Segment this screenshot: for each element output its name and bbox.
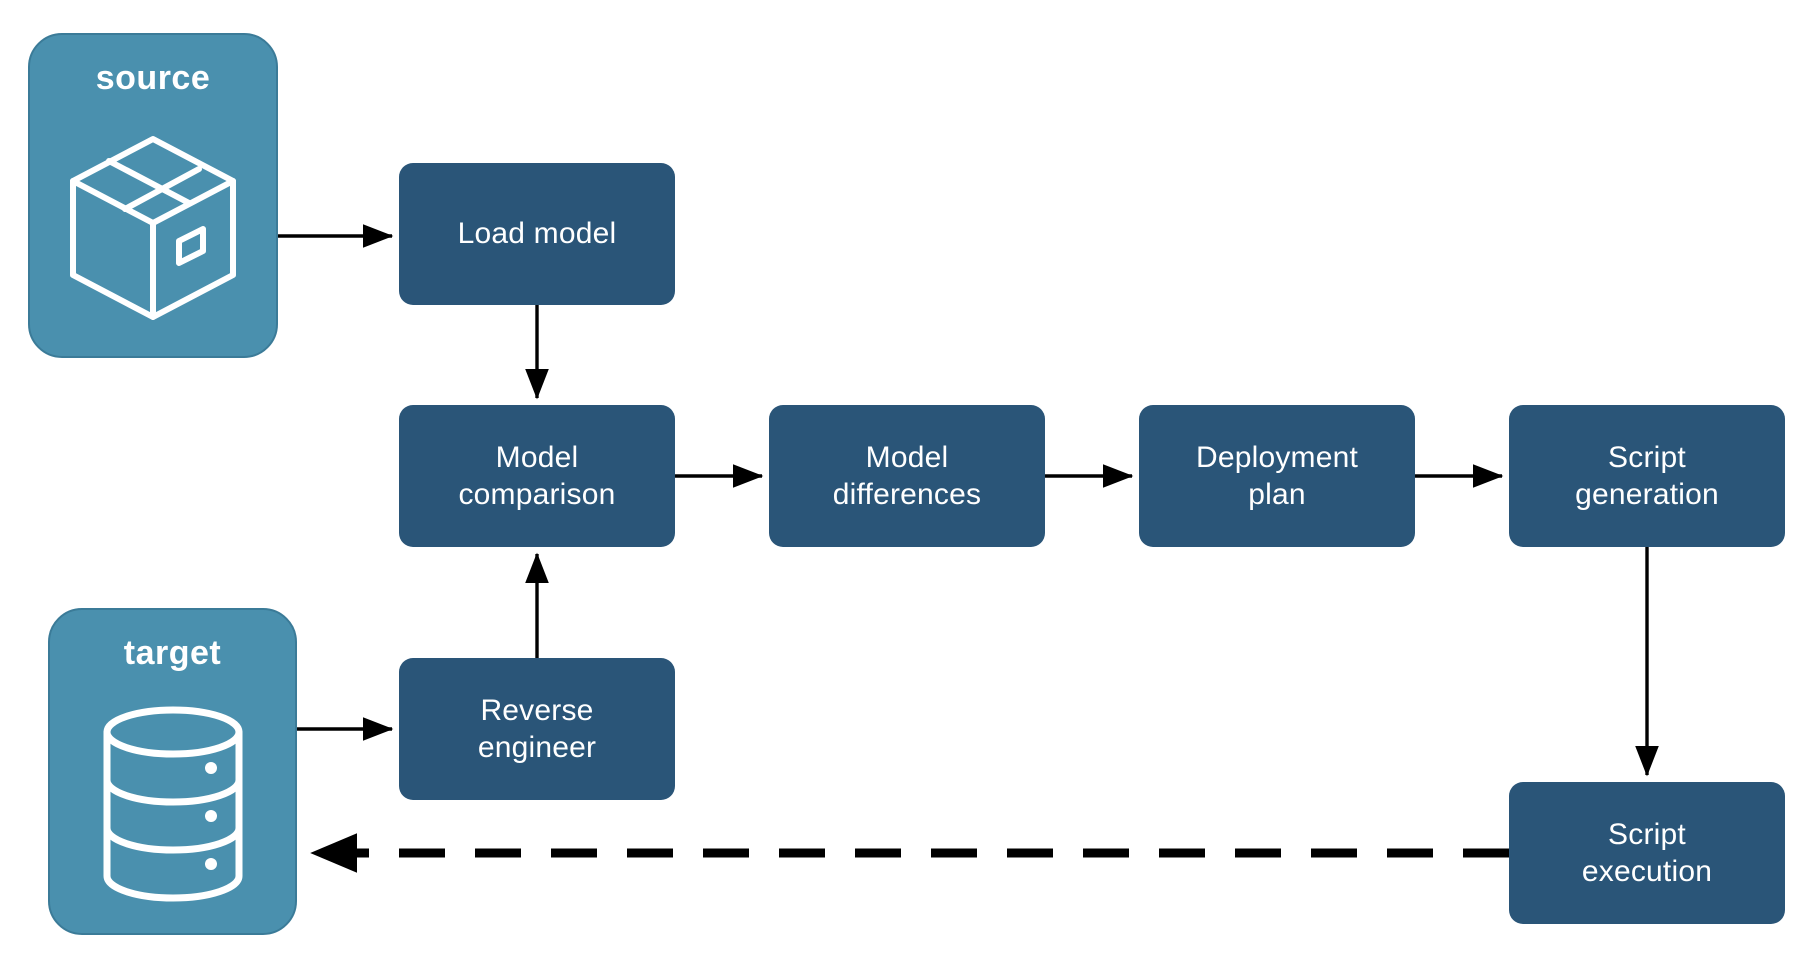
line-1: Script xyxy=(1608,440,1686,474)
process-load-model-label: Load model xyxy=(457,217,617,251)
endpoint-source[interactable]: source xyxy=(28,33,278,358)
process-deployment-plan-label: Deployment plan xyxy=(1196,439,1358,514)
line-1: Model xyxy=(495,440,579,474)
line-2: generation xyxy=(1575,478,1719,511)
endpoint-source-label: source xyxy=(95,59,211,97)
database-cylinder-icon xyxy=(50,675,295,934)
line-1: Reverse xyxy=(480,693,594,727)
process-script-execution-label: Script execution xyxy=(1582,816,1712,891)
line-2: comparison xyxy=(458,478,616,511)
line-2: plan xyxy=(1248,478,1306,511)
process-reverse-engineer-label: Reverse engineer xyxy=(478,692,596,767)
process-load-model[interactable]: Load model xyxy=(399,163,675,305)
process-script-execution[interactable]: Script execution xyxy=(1509,782,1785,924)
package-box-icon xyxy=(30,100,276,357)
process-reverse-engineer[interactable]: Reverse engineer xyxy=(399,658,675,800)
process-script-generation[interactable]: Script generation xyxy=(1509,405,1785,547)
line-1: Model xyxy=(865,440,949,474)
process-model-comparison-label: Model comparison xyxy=(458,439,615,514)
process-model-comparison[interactable]: Model comparison xyxy=(399,405,675,547)
line-1: Script xyxy=(1608,817,1686,851)
line-2: differences xyxy=(832,478,982,511)
endpoint-target[interactable]: target xyxy=(48,608,297,935)
line-1: Deployment xyxy=(1195,440,1359,474)
line-2: engineer xyxy=(477,731,597,764)
process-model-differences[interactable]: Model differences xyxy=(769,405,1045,547)
process-model-differences-label: Model differences xyxy=(833,439,981,514)
process-script-generation-label: Script generation xyxy=(1575,439,1719,514)
endpoint-target-label: target xyxy=(123,634,222,672)
process-deployment-plan[interactable]: Deployment plan xyxy=(1139,405,1415,547)
line-2: execution xyxy=(1581,855,1713,888)
